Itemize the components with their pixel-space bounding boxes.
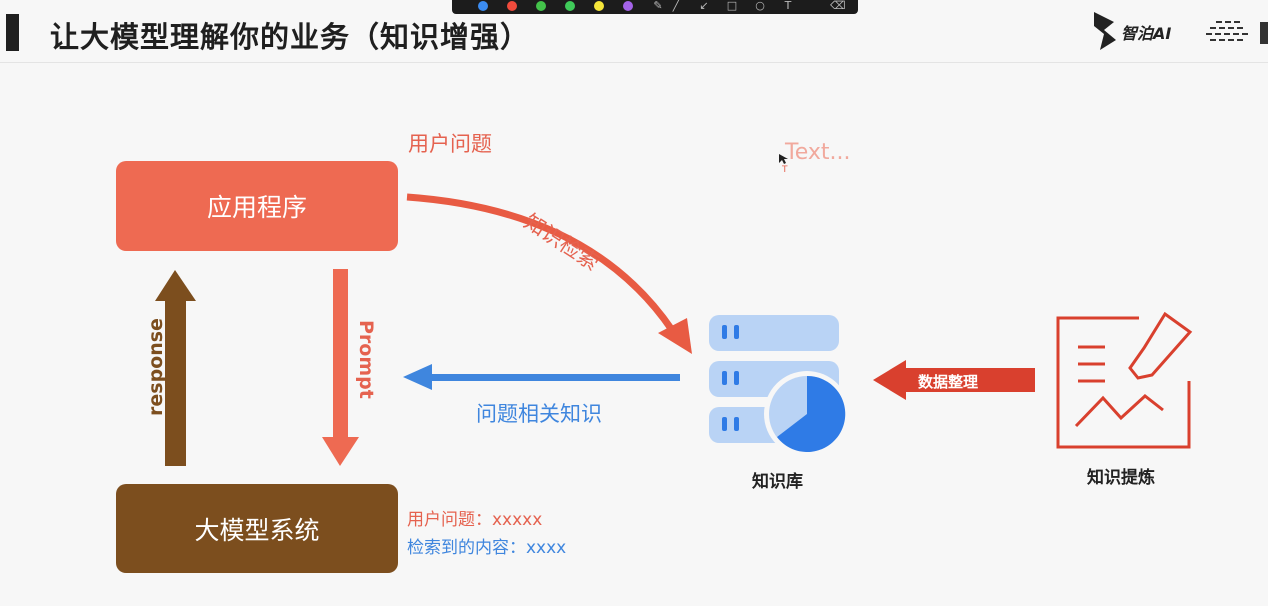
slide-title: 让大模型理解你的业务（知识增强） bbox=[50, 20, 531, 54]
response-label: response bbox=[145, 318, 167, 416]
prompt-arrowhead bbox=[322, 437, 359, 466]
mouse-cursor-icon bbox=[779, 154, 788, 164]
color-yellow-button[interactable] bbox=[594, 1, 604, 11]
prompt-arrow bbox=[333, 269, 348, 439]
arrow-icon[interactable]: ↙ bbox=[699, 0, 709, 12]
square-icon[interactable]: □ bbox=[726, 0, 738, 12]
response-arrowhead bbox=[155, 270, 196, 301]
related-knowledge-label: 问题相关知识 bbox=[476, 402, 602, 426]
text-placeholder[interactable]: Text... bbox=[785, 140, 851, 165]
llm-node-label: 大模型系统 bbox=[194, 515, 320, 545]
partner-logo-icon bbox=[1206, 21, 1268, 44]
pen-icon[interactable]: ✎ bbox=[653, 0, 663, 12]
annotation-toolbar[interactable]: ✎ ╱ ↙ □ ○ T ⌫ bbox=[452, 0, 858, 14]
color-green-button[interactable] bbox=[536, 1, 546, 11]
color-red-button[interactable] bbox=[507, 1, 517, 11]
zhibo-logo-icon bbox=[1094, 12, 1116, 50]
response-arrow bbox=[165, 298, 186, 466]
logo-text: 智泊AI bbox=[1121, 24, 1172, 43]
app-node-label: 应用程序 bbox=[206, 193, 307, 222]
llm-node: 大模型系统 bbox=[116, 484, 398, 573]
related-knowledge-arrow bbox=[428, 374, 680, 381]
color-blue-button[interactable] bbox=[478, 1, 488, 11]
prompt-question-line: 用户问题：xxxxx bbox=[407, 510, 543, 530]
retrieval-arrow bbox=[406, 193, 675, 332]
eraser-icon[interactable]: ⌫ bbox=[830, 0, 846, 12]
knowledge-refine-label: 知识提炼 bbox=[1087, 468, 1155, 488]
text-cursor-mark: T bbox=[782, 165, 788, 175]
related-knowledge-arrowhead bbox=[403, 364, 432, 390]
data-cleanup-label: 数据整理 bbox=[918, 373, 979, 391]
title-accent-bar bbox=[6, 14, 19, 51]
app-node: 应用程序 bbox=[116, 161, 398, 251]
document-edit-icon bbox=[1056, 311, 1193, 449]
color-lightgreen-button[interactable] bbox=[565, 1, 575, 11]
user-question-label: 用户问题 bbox=[408, 132, 492, 156]
data-cleanup-arrow bbox=[897, 368, 1035, 392]
retrieval-arrowhead bbox=[658, 318, 692, 354]
data-cleanup-arrowhead bbox=[873, 360, 906, 400]
prompt-retrieved-line: 检索到的内容：xxxx bbox=[407, 538, 567, 558]
knowledge-base-label: 知识库 bbox=[752, 472, 803, 492]
database-icon bbox=[709, 315, 850, 457]
slash-icon[interactable]: ╱ bbox=[672, 0, 680, 12]
color-purple-button[interactable] bbox=[623, 1, 633, 11]
text-icon[interactable]: T bbox=[784, 0, 792, 12]
prompt-label: Prompt bbox=[355, 320, 377, 399]
circle-icon[interactable]: ○ bbox=[755, 0, 765, 12]
